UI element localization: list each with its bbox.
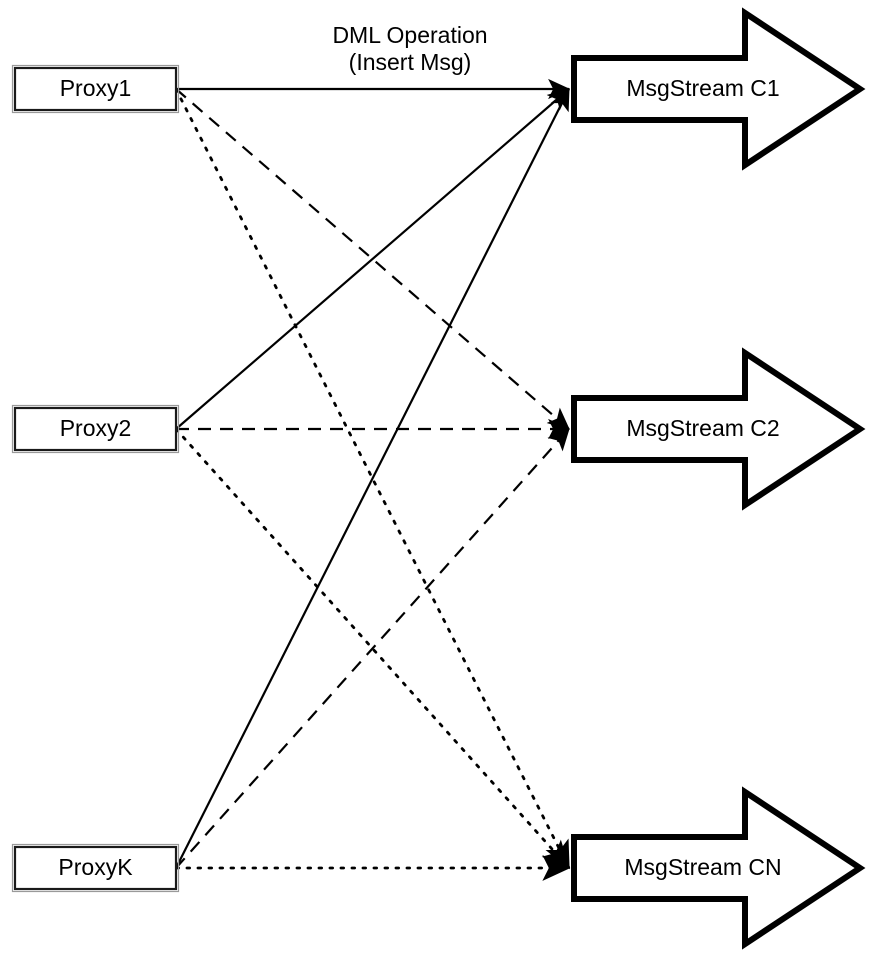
annotation-line-1: DML Operation	[332, 22, 487, 48]
msgstream-label: MsgStream C2	[626, 415, 779, 441]
dml-operation-annotation: DML Operation (Insert Msg)	[332, 22, 487, 75]
connection-p2-c1	[175, 88, 570, 430]
streams-layer: MsgStream C1 MsgStream C2 MsgStream CN	[571, 7, 866, 950]
msgstream-arrow-shape	[571, 347, 866, 511]
proxy-label: ProxyK	[58, 854, 133, 880]
proxy-box-outline	[11, 404, 180, 454]
proxy-box	[13, 845, 178, 891]
msgstream-label: MsgStream C1	[626, 75, 779, 101]
proxy-box	[13, 66, 178, 112]
msgstream-node-c2[interactable]: MsgStream C2	[571, 347, 866, 511]
proxy-label: Proxy1	[60, 75, 132, 101]
connection-p2-cn	[174, 427, 571, 870]
proxy-box	[13, 406, 178, 452]
msgstream-node-c1[interactable]: MsgStream C1	[571, 7, 866, 171]
proxy-node-proxyK[interactable]: ProxyK	[11, 843, 180, 893]
connection-pk-c1	[175, 88, 570, 869]
msgstream-node-cn[interactable]: MsgStream CN	[571, 786, 866, 950]
msgstream-arrow-shape	[571, 7, 866, 171]
proxy-box-outline	[11, 64, 180, 114]
proxy-node-proxy2[interactable]: Proxy2	[11, 404, 180, 454]
msgstream-arrow-shape	[571, 786, 866, 950]
connections-layer	[174, 78, 571, 881]
connection-pk-c2	[175, 428, 570, 869]
annotation-line-2: (Insert Msg)	[349, 49, 472, 75]
connection-p1-cn	[174, 87, 571, 870]
proxy-label: Proxy2	[60, 415, 132, 441]
proxy-box-outline	[11, 843, 180, 893]
msgstream-label: MsgStream CN	[624, 854, 781, 880]
proxy-node-proxy1[interactable]: Proxy1	[11, 64, 180, 114]
